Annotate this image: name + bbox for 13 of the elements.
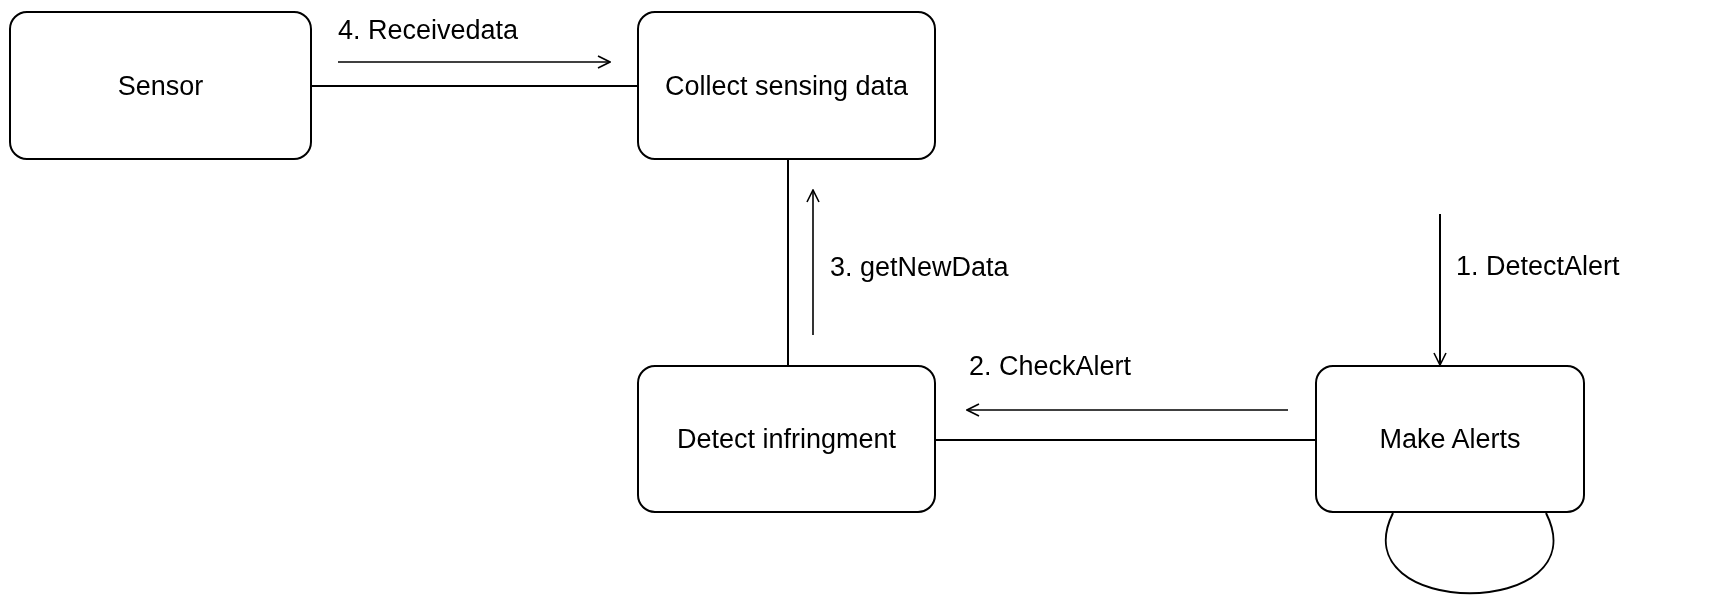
object-box <box>637 365 936 513</box>
node-label: Collect sensing data <box>663 69 910 103</box>
self-loop <box>1384 512 1555 595</box>
object-box <box>637 11 936 160</box>
node-label: Detect infringment <box>675 423 898 456</box>
object-box <box>9 11 312 160</box>
object-box <box>1315 365 1585 513</box>
arrow <box>1433 213 1447 366</box>
link-line <box>935 439 1316 441</box>
link-line <box>311 85 638 87</box>
link-line <box>787 159 789 366</box>
node-label: Sensor <box>116 69 205 103</box>
node-label: Make Alerts <box>1378 423 1522 456</box>
